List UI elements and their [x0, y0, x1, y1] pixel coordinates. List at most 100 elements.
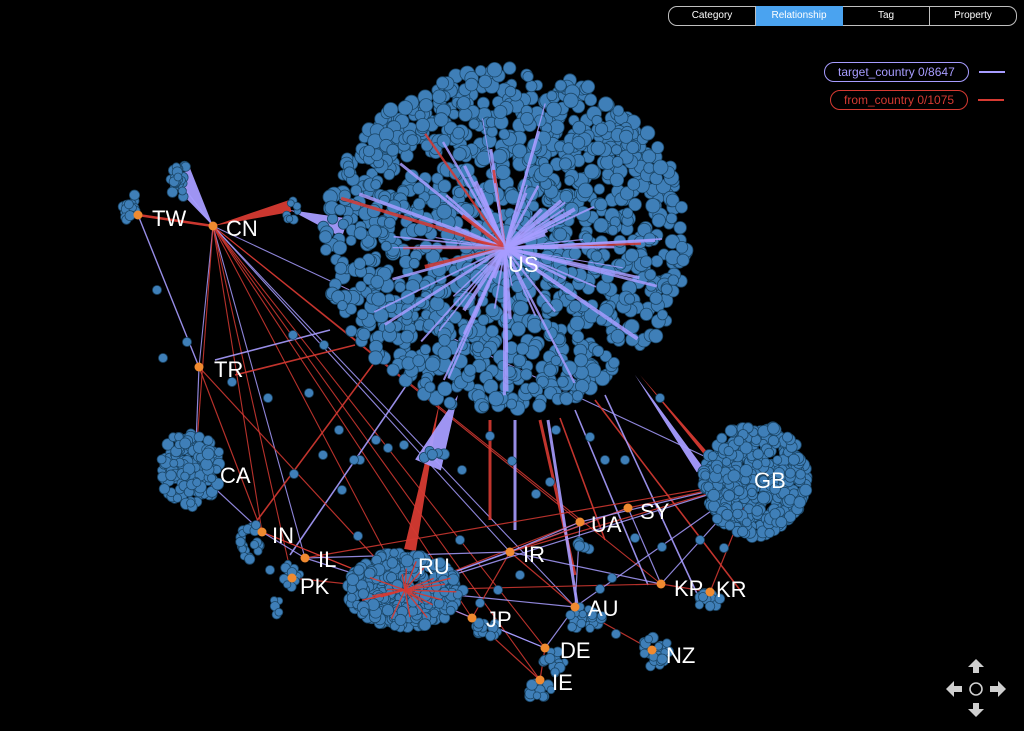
legend-target-label[interactable]: target_country 0/8647 — [824, 62, 969, 82]
edge — [627, 507, 662, 585]
edge — [234, 344, 356, 376]
graph-node — [648, 328, 664, 344]
graph-node — [733, 435, 745, 447]
graph-node — [562, 142, 575, 155]
graph-node — [285, 215, 294, 223]
graph-node — [564, 175, 575, 187]
graph-node — [371, 291, 387, 307]
arrow-up-icon[interactable] — [967, 658, 985, 674]
graph-node — [598, 96, 614, 112]
graph-node — [179, 437, 192, 450]
graph-node — [587, 609, 598, 621]
edge — [361, 589, 406, 601]
graph-node — [492, 148, 508, 165]
graph-node — [558, 157, 572, 171]
graph-node — [723, 489, 736, 502]
graph-node — [531, 489, 541, 499]
graph-node — [756, 491, 771, 505]
graph-node — [485, 302, 500, 318]
graph-node — [574, 353, 589, 368]
graph-node — [432, 89, 447, 104]
edge — [504, 208, 565, 249]
graph-node — [400, 329, 414, 344]
graph-node — [319, 340, 329, 350]
graph-node — [573, 540, 586, 552]
tab-property[interactable]: Property — [930, 6, 1017, 26]
country-node-jp — [467, 613, 477, 623]
graph-node — [156, 454, 167, 465]
graph-node — [520, 368, 533, 381]
edge — [503, 247, 512, 320]
recenter-icon[interactable] — [968, 681, 984, 697]
graph-node — [318, 230, 332, 244]
legend-from-label[interactable]: from_country 0/1075 — [830, 90, 969, 110]
graph-node — [334, 425, 344, 435]
tab-tag[interactable]: Tag — [843, 6, 930, 26]
edge — [304, 479, 756, 559]
tab-category[interactable]: Category — [668, 6, 756, 26]
edge — [574, 521, 581, 608]
graph-node — [283, 580, 292, 589]
graph-node — [200, 458, 213, 471]
graph-node — [611, 629, 621, 639]
graph-node — [698, 592, 708, 602]
graph-node — [644, 634, 653, 644]
arrow-down-icon[interactable] — [967, 702, 985, 718]
graph-node — [527, 381, 540, 394]
graph-node — [353, 564, 365, 576]
graph-node — [318, 450, 328, 460]
graph-node — [619, 129, 634, 144]
graph-node — [319, 243, 332, 256]
graph-node — [345, 235, 357, 247]
edge — [504, 184, 528, 249]
graph-node — [408, 257, 420, 269]
graph-node — [452, 147, 467, 162]
graph-node — [650, 255, 664, 268]
graph-node — [478, 401, 490, 413]
arrow-left-icon[interactable] — [945, 680, 963, 698]
graph-node — [475, 598, 485, 608]
graph-node — [556, 375, 569, 388]
graph-node — [565, 610, 576, 621]
edge — [504, 246, 567, 280]
graph-node — [620, 455, 630, 465]
graph-node — [435, 76, 449, 90]
legend-from-country[interactable]: from_country 0/1075 — [830, 90, 1005, 110]
graph-node — [522, 71, 534, 83]
graph-node — [782, 431, 793, 443]
graph-node — [583, 163, 600, 180]
graph-node — [353, 257, 367, 270]
graph-node — [274, 607, 284, 617]
graph-node — [520, 112, 534, 126]
graph-node — [353, 531, 363, 541]
graph-node — [608, 356, 620, 369]
graph-node — [739, 464, 753, 478]
country-node-in — [257, 527, 267, 537]
graph-node — [662, 638, 672, 648]
graph-node — [516, 342, 530, 356]
graph-node — [545, 477, 555, 487]
edge — [504, 103, 546, 249]
graph-node — [437, 179, 452, 193]
graph-node — [485, 431, 495, 441]
graph-node — [399, 440, 409, 450]
arrow-right-icon[interactable] — [989, 680, 1007, 698]
tab-relationship[interactable]: Relationship — [756, 6, 843, 26]
graph-node — [758, 475, 769, 485]
graph-node — [386, 572, 398, 584]
graph-node — [504, 85, 517, 98]
edge — [212, 225, 473, 619]
graph-node — [400, 554, 414, 568]
graph-node — [764, 527, 775, 539]
graph-node — [614, 258, 627, 271]
edge — [401, 573, 406, 591]
graph-node — [610, 329, 626, 344]
edge — [509, 551, 576, 608]
graph-node — [180, 471, 190, 481]
country-node-ua — [575, 517, 585, 527]
legend-target-country[interactable]: target_country 0/8647 — [824, 62, 1005, 82]
graph-node — [621, 207, 634, 219]
edge — [137, 213, 214, 228]
